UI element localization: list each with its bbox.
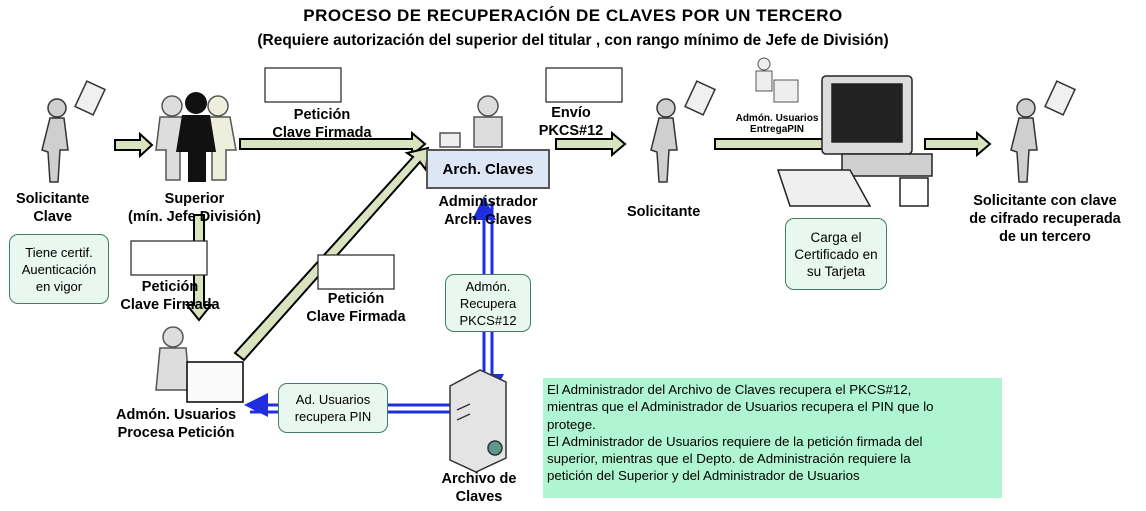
arrow-usuarios-to-admin bbox=[233, 146, 430, 362]
arrow-pc-to-final bbox=[924, 130, 992, 158]
archivo-server-icon bbox=[449, 369, 507, 473]
figure-solicitante bbox=[650, 80, 716, 183]
explanation-note: El Administrador del Archivo de Claves r… bbox=[543, 378, 1002, 498]
label-solicitante: Solicitante bbox=[627, 204, 701, 220]
figure-entrega-pin bbox=[755, 57, 799, 103]
arch-claves-screen: Arch. Claves bbox=[426, 149, 550, 189]
envelope-icons bbox=[130, 67, 623, 290]
envelope-left bbox=[130, 240, 208, 276]
figure-administrador bbox=[439, 95, 503, 148]
figure-solicitante-clave bbox=[41, 80, 106, 183]
diagram-title: PROCESO DE RECUPERACIÓN DE CLAVES POR UN… bbox=[303, 6, 843, 25]
envelope-top bbox=[264, 67, 342, 103]
envelope-mid bbox=[317, 254, 395, 290]
arrow-admin-to-solicitante bbox=[555, 130, 627, 158]
arrow-solicitante-to-superior bbox=[114, 131, 154, 159]
diagram-subtitle: (Requiere autorización del superior del … bbox=[257, 32, 889, 49]
computer-icon bbox=[776, 75, 933, 207]
label-superior: Superior(mín. Jefe División) bbox=[128, 191, 261, 225]
figure-superior-group bbox=[155, 92, 237, 182]
figure-solicitante-final bbox=[1010, 80, 1076, 183]
envelope-envio bbox=[545, 67, 623, 103]
figure-admon-usuarios bbox=[155, 326, 244, 403]
